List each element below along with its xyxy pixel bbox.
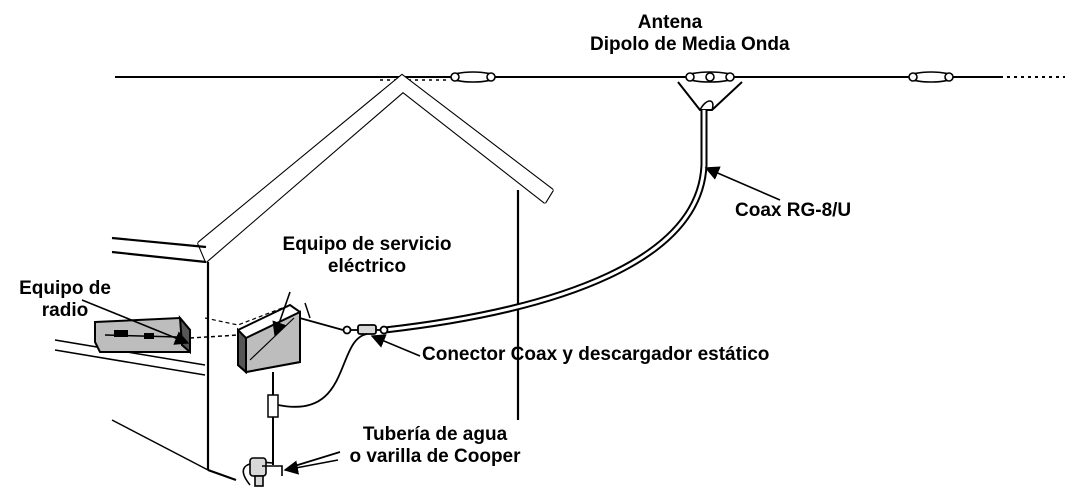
radio-equipment-line2: radio xyxy=(41,300,89,321)
service-equipment-line1: Equipo de servicio xyxy=(282,234,452,255)
antenna-title-line1: Antena xyxy=(637,12,703,33)
coax-connector-icon xyxy=(295,316,389,335)
connector-label: Conector Coax y descargador estático xyxy=(422,344,770,365)
service-equipment-line2: eléctrico xyxy=(327,256,407,277)
service-equipment-label: Equipo de servicio eléctrico xyxy=(242,234,492,278)
ground-label: Tubería de agua o varilla de Cooper xyxy=(330,424,540,468)
callout-arrows xyxy=(81,166,781,475)
water-faucet-icon xyxy=(249,457,283,487)
coax-label: Coax RG-8/U xyxy=(735,200,852,221)
ground-line1: Tubería de agua xyxy=(362,424,508,445)
electric-meter-box-icon xyxy=(237,302,311,465)
insulator-icon xyxy=(450,71,954,83)
radio-equipment-label: Equipo de radio xyxy=(0,278,130,322)
antenna-title-line2: Dipolo de Media Onda xyxy=(590,34,790,55)
radio-equipment-line1: Equipo de xyxy=(19,278,111,299)
antenna-wire xyxy=(115,76,1065,81)
antenna-title: Antena Dipolo de Media Onda xyxy=(590,12,790,56)
ground-line2: o varilla de Cooper xyxy=(349,446,521,467)
coax-cable xyxy=(384,81,743,334)
